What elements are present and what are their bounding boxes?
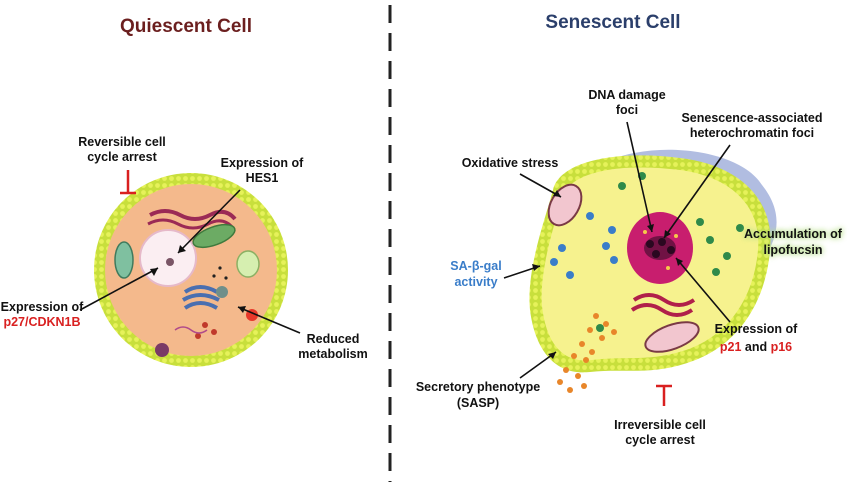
sabgal-granule-1	[550, 258, 558, 266]
label-lipofucsin-glow-1: Accumulation of	[744, 227, 843, 241]
label-lipofucsin-glow-2: lipofucsin	[763, 243, 822, 257]
arrowhead-p21	[676, 258, 683, 266]
label-reversible-2: cycle arrest	[87, 150, 157, 164]
quiescent-speck-3	[224, 276, 228, 280]
quiescent-golgi	[183, 285, 219, 294]
sahf-dot-4	[652, 250, 660, 258]
arrowhead-oxidative	[553, 190, 561, 197]
label-p21: p21	[720, 340, 742, 354]
quiescent-nucleolus	[166, 258, 174, 266]
label-dna-2: foci	[616, 103, 638, 117]
arrowhead-dna	[647, 224, 654, 232]
quiescent-golgi-3	[183, 301, 219, 310]
label-sasp-2: (SASP)	[457, 396, 499, 410]
quiescent-mitochondrion-2	[114, 241, 134, 279]
quiescent-granule	[155, 343, 169, 357]
sabgal-granule-6	[586, 212, 594, 220]
quiescent-nucleus	[139, 229, 197, 287]
arrow-metabolism	[237, 306, 301, 334]
lipofuscin-granule-4	[712, 268, 720, 276]
label-p21-1: Expression of	[715, 322, 798, 336]
sabgal-granule-2	[558, 244, 566, 252]
arrowhead-hes1	[178, 245, 186, 253]
label-and: and	[741, 340, 770, 354]
label-p27-1: Expression of	[1, 300, 84, 314]
quiescent-speck-1	[218, 266, 222, 270]
label-sasp-1: Secretory phenotype	[416, 380, 540, 394]
sahf-dot-1	[646, 240, 654, 248]
sabgal-granule-7	[566, 271, 574, 279]
arrow-sahf	[663, 144, 731, 239]
arrowhead-metabolism	[238, 306, 246, 313]
senescent-er-2	[630, 303, 694, 317]
sabgal-granule-4	[602, 242, 610, 250]
label-metabolism-2: metabolism	[298, 347, 367, 361]
arrow-hes1	[177, 189, 241, 254]
label-p21-2: p21 and p16	[720, 340, 792, 354]
label-p27-2: p27/CDKN1B	[3, 315, 80, 329]
lipofuscin-granule-1	[706, 236, 714, 244]
arrowhead-p27	[150, 268, 158, 276]
quiescent-dot-3	[195, 333, 201, 339]
label-oxidative: Oxidative stress	[462, 156, 559, 170]
label-hes1-2: HES1	[246, 171, 279, 185]
sahf-dot-2	[658, 238, 666, 246]
senescent-er	[632, 293, 696, 307]
arrow-p21	[675, 257, 731, 323]
quiescent-er	[149, 209, 237, 221]
quiescent-dot-1	[202, 322, 208, 328]
sabgal-granule-5	[610, 256, 618, 264]
label-hes1-1: Expression of	[221, 156, 304, 170]
arrowhead-sahf	[664, 230, 671, 238]
quiescent-er-2	[147, 218, 235, 230]
label-sahf-2: heterochromatin foci	[690, 126, 814, 140]
quiescent-rna	[174, 326, 208, 334]
label-sabgal-2: activity	[454, 275, 497, 289]
label-sahf-1: Senescence-associated	[681, 111, 822, 125]
quiescent-vacuole	[236, 250, 260, 278]
label-irreversible-1: Irreversible cell	[614, 418, 706, 432]
label-sabgal-1: SA-β-gal	[450, 259, 501, 273]
reversible-inhibit-symbol	[120, 170, 136, 195]
lipofuscin-granule-8	[736, 224, 744, 232]
dna-foci-1	[643, 230, 647, 234]
label-p16: p16	[771, 340, 793, 354]
lipofuscin-granule-7	[596, 324, 604, 332]
label-metabolism-1: Reduced	[307, 332, 360, 346]
quiescent-mitochondrion	[192, 223, 236, 249]
lipofuscin-granule-5	[618, 182, 626, 190]
label-lipofucsin-2: lipofucsin	[763, 243, 822, 257]
label-reversible-1: Reversible cell	[78, 135, 166, 149]
arrowhead-sasp	[548, 352, 556, 359]
senescent-title: Senescent Cell	[545, 12, 680, 33]
quiescent-golgi-2	[181, 293, 220, 302]
senescent-mitochondrion-2	[644, 321, 700, 353]
label-dna-1: DNA damage	[588, 88, 665, 102]
quiescent-vesicle	[216, 286, 228, 298]
dna-foci-3	[666, 266, 670, 270]
lipofuscin-granule-3	[723, 252, 731, 260]
irreversible-inhibit-symbol	[656, 384, 672, 406]
label-lipofucsin-1: Accumulation of	[744, 227, 843, 241]
sasp-dots	[557, 313, 617, 393]
quiescent-cell	[94, 173, 288, 367]
quiescent-dot-2	[211, 329, 217, 335]
label-irreversible-2: cycle arrest	[625, 433, 695, 447]
quiescent-title: Quiescent Cell	[120, 16, 252, 37]
senescent-cell	[529, 149, 777, 393]
sabgal-granule-3	[608, 226, 616, 234]
sahf-dot-3	[667, 246, 675, 254]
dna-foci-2	[674, 234, 678, 238]
arrow-dna	[626, 121, 653, 233]
arrowhead-sabgal	[532, 264, 540, 271]
quiescent-speck-2	[212, 274, 216, 278]
lipofuscin-granule-2	[696, 218, 704, 226]
lipofucsin-glow: Accumulation of lipofucsin	[744, 227, 843, 257]
arrow-p27	[79, 267, 159, 311]
arrow-sasp	[519, 351, 557, 379]
arrow-oxidative	[519, 173, 562, 198]
